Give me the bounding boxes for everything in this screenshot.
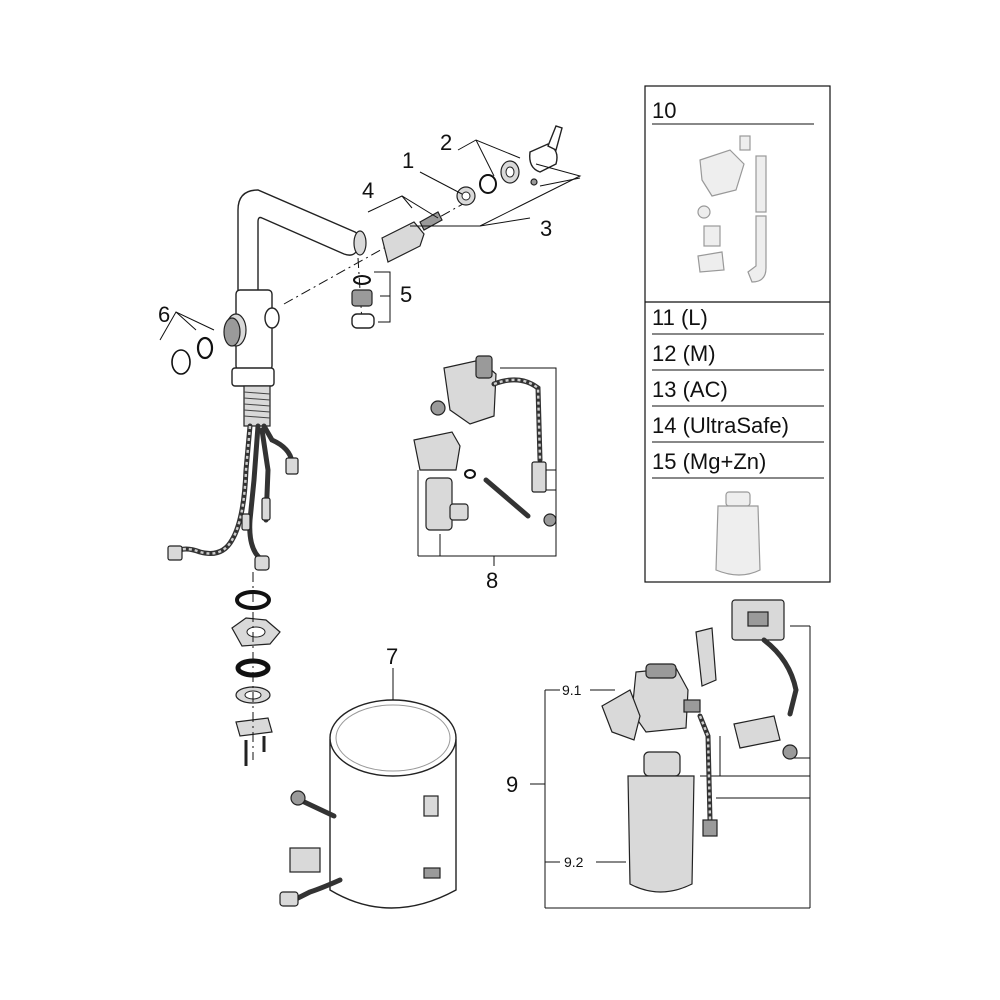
callout-8: 8 — [486, 568, 498, 593]
t-piece-branch — [449, 503, 469, 521]
kit-10-illustration — [697, 135, 767, 283]
supply-hose-mid — [247, 423, 265, 563]
legend-item-14: 14 (UltraSafe) — [652, 413, 789, 438]
callout-1: 1 — [402, 148, 414, 173]
flex-connector — [483, 477, 531, 519]
t-piece-small — [531, 461, 547, 493]
filter-cartridge-illustration — [715, 491, 761, 576]
o-ring — [479, 174, 497, 194]
callout-2: 2 — [440, 130, 452, 155]
cartridge-group — [367, 125, 582, 263]
legend-item-15: 15 (Mg+Zn) — [652, 449, 766, 474]
fixing-bracket — [235, 717, 273, 737]
legend-item-13: 13 (AC) — [652, 377, 728, 402]
cartridge — [381, 221, 425, 263]
aerator-body — [351, 289, 373, 307]
faucet-assembly — [167, 189, 367, 766]
boiler-logo — [423, 867, 441, 879]
aerator-set — [351, 271, 391, 329]
valve-hose-inner — [493, 378, 542, 461]
seal-ring-1-hole — [461, 191, 471, 201]
legend-item-12: 12 (M) — [652, 341, 716, 366]
valve-knob — [475, 355, 493, 379]
t-piece-large — [425, 477, 453, 531]
aerator-cap — [351, 313, 375, 329]
grub-screw — [530, 178, 538, 186]
filter-hose-nut — [702, 819, 718, 837]
aerator-parts — [159, 311, 241, 375]
seal-8 — [464, 469, 476, 479]
nut-8 — [543, 513, 557, 527]
spare-parts-box: 10 11 (L) 12 (M) 13 (AC) 14 (UltraSafe) … — [644, 85, 831, 583]
callout-7: 7 — [386, 644, 398, 669]
shank-threads — [243, 391, 271, 419]
valve-hose — [491, 377, 543, 463]
flow-meter — [733, 715, 781, 749]
aerator-ring-large — [171, 349, 191, 375]
callout-10: 10 — [652, 98, 676, 123]
cartridge-cap — [643, 751, 681, 777]
boiler-inlet-hose — [297, 797, 337, 819]
meter-cable — [761, 637, 799, 717]
callout-3: 3 — [540, 216, 552, 241]
boiler-inlet-nut — [290, 790, 306, 806]
callout-9-1: 9.1 — [562, 682, 582, 698]
fixing-screws — [244, 736, 266, 766]
faucet-spout — [237, 189, 362, 301]
cartridge-stem — [419, 211, 443, 231]
aerator-washer — [353, 275, 371, 285]
filter-outlet — [683, 699, 701, 713]
faucet-right-port — [264, 307, 280, 329]
wall-bracket — [695, 627, 717, 687]
aerator-ring-small — [196, 336, 214, 360]
boiler-body — [329, 739, 457, 909]
flow-meter-nut — [782, 744, 798, 760]
lever-arm — [547, 125, 563, 152]
valve-kit — [413, 355, 557, 566]
callout-4: 4 — [362, 178, 374, 203]
power-plug — [279, 891, 299, 907]
filter-cartridge — [627, 775, 695, 893]
boiler-top-inner — [335, 704, 451, 772]
aerator-insert — [223, 317, 241, 347]
filter-system — [530, 599, 811, 909]
mounting-plate-hole — [246, 626, 266, 638]
meter-display — [747, 611, 769, 627]
bonnet-hole — [505, 166, 515, 178]
callout-9: 9 — [506, 772, 518, 797]
filter-hose — [697, 713, 713, 823]
boiler-display — [423, 795, 439, 817]
callout-6: 6 — [158, 302, 170, 327]
filter-hose-inner — [698, 715, 712, 821]
bracket-8 — [413, 431, 461, 471]
power-cord — [291, 877, 343, 903]
boiler-top — [329, 699, 457, 777]
legend-item-11: 11 (L) — [652, 305, 708, 330]
callout-9-2: 9.2 — [564, 854, 584, 870]
callout-5: 5 — [400, 282, 412, 307]
hose-fittings — [167, 457, 299, 571]
filter-mount-bracket — [601, 689, 641, 741]
boiler-label — [289, 847, 321, 873]
spout-outlet — [353, 230, 367, 256]
boiler — [279, 668, 457, 909]
faucet-base — [231, 367, 275, 387]
supply-hose-left — [173, 423, 253, 556]
supply-hose-left-inner — [175, 425, 252, 555]
filter-head-top — [645, 663, 677, 679]
valve-port-left — [430, 400, 446, 416]
explode-axis-upper — [283, 199, 471, 305]
